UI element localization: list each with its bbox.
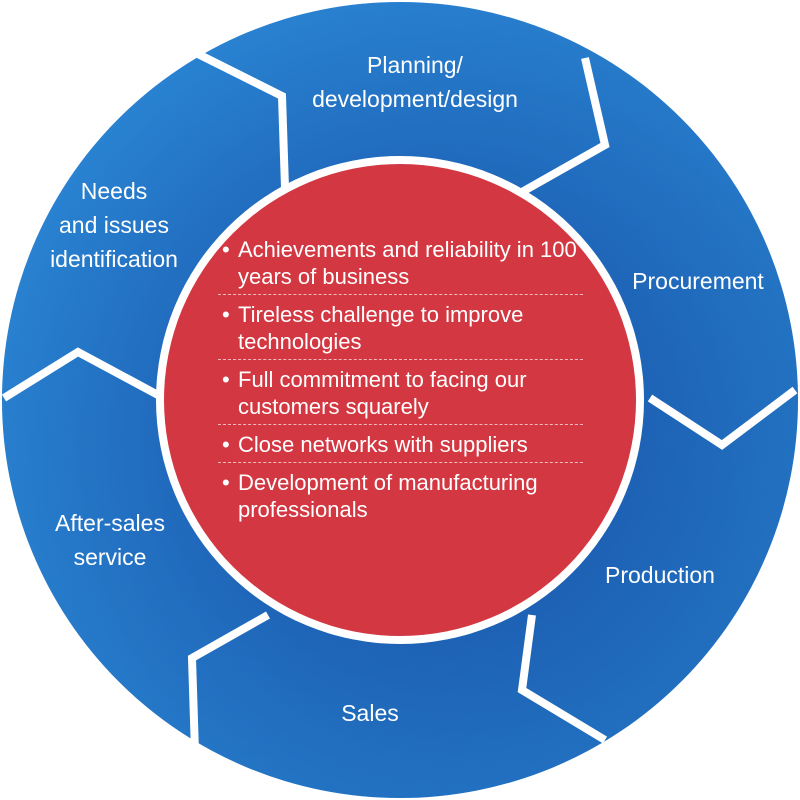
strength-item: • Close networks with suppliers (218, 431, 583, 463)
separator-procurement-production (647, 386, 798, 450)
stage-label-production: Production (590, 558, 730, 592)
stage-label-line: and issues (59, 212, 169, 238)
strength-text: Achievements and reliability in 100 year… (238, 237, 577, 289)
separator-needs-planning (196, 50, 289, 189)
stage-label-line: Production (605, 562, 715, 588)
bullet: • (222, 367, 230, 392)
strength-text: Close networks with suppliers (238, 432, 528, 457)
strengths-list: • Achievements and reliability in 100 ye… (218, 236, 583, 533)
stage-separators (1, 50, 798, 753)
separator-aftersales-needs (1, 347, 160, 402)
strength-item: • Tireless challenge to improve technolo… (218, 301, 583, 360)
bullet: • (222, 237, 230, 262)
stage-label-line: Procurement (632, 268, 764, 294)
strength-item: • Full commitment to facing our customer… (218, 366, 583, 425)
separator-production-sales (517, 614, 608, 744)
stage-label-line: Sales (341, 700, 399, 726)
strength-text: Full commitment to facing our customers … (238, 367, 527, 419)
stage-label-line: identification (50, 246, 178, 272)
stage-label-line: development/design (312, 86, 518, 112)
bullet: • (222, 470, 230, 495)
bullet: • (222, 302, 230, 327)
stage-label-sales: Sales (320, 696, 420, 730)
center-circle-fill (164, 164, 636, 636)
stage-label-line: service (73, 544, 147, 570)
stage-label-procurement: Procurement (618, 264, 778, 298)
stage-label-planning: Planning/ development/design (300, 48, 530, 116)
stage-label-needs: Needs and issues identification (34, 174, 194, 276)
separator-sales-aftersales (187, 611, 270, 753)
strength-item: • Achievements and reliability in 100 ye… (218, 236, 583, 295)
strength-text: Tireless challenge to improve technologi… (238, 302, 524, 354)
bullet: • (222, 432, 230, 457)
strength-text: Development of manufacturing professiona… (238, 470, 538, 522)
stage-label-after-sales: After-sales service (40, 506, 180, 574)
separator-planning-procurement (520, 57, 610, 196)
strength-item: • Development of manufacturing professio… (218, 469, 583, 527)
stage-label-line: Planning/ (367, 52, 463, 78)
stage-label-line: Needs (80, 178, 148, 204)
stage-label-line: After-sales (55, 510, 165, 536)
